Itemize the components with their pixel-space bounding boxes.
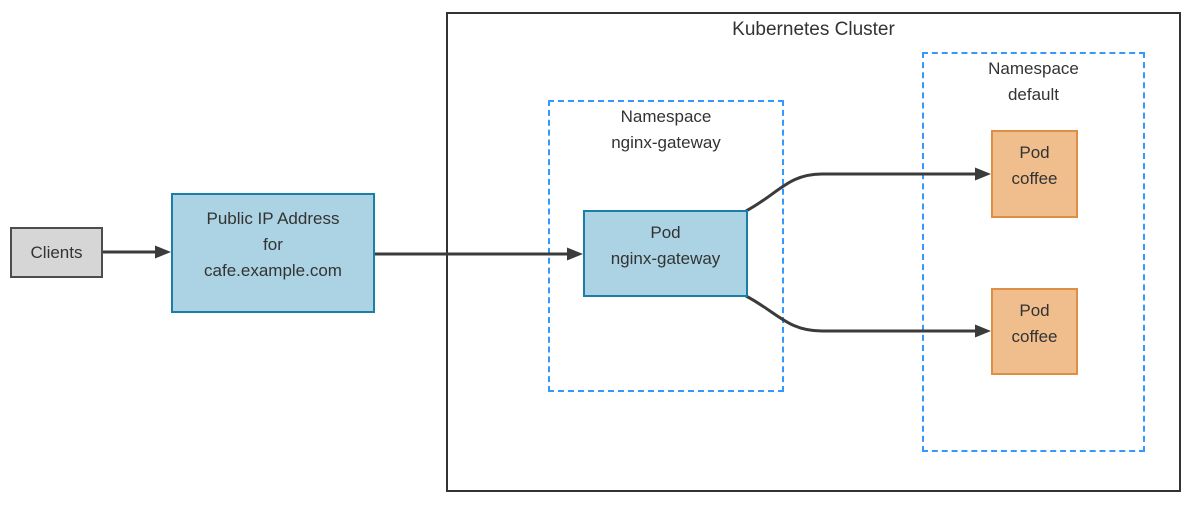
pod-coffee-2-node: Pod coffee [991,288,1078,375]
kubernetes-cluster-box: Kubernetes Cluster [446,12,1181,492]
pod-nginx-gateway-node: Pod nginx-gateway [583,210,748,297]
pod-coffee-1-node: Pod coffee [991,130,1078,218]
namespace-nginx-gateway-label: Namespace nginx-gateway [611,107,721,152]
public-ip-node: Public IP Address for cafe.example.com [171,193,375,313]
namespace-default-label: Namespace default [988,59,1079,104]
namespace-default-box: Namespace default [922,52,1145,452]
kubernetes-cluster-title: Kubernetes Cluster [732,19,895,40]
arrow-clients-to-public-ip [103,245,171,259]
clients-node: Clients [10,227,103,278]
namespace-nginx-gateway-box: Namespace nginx-gateway [548,100,784,392]
